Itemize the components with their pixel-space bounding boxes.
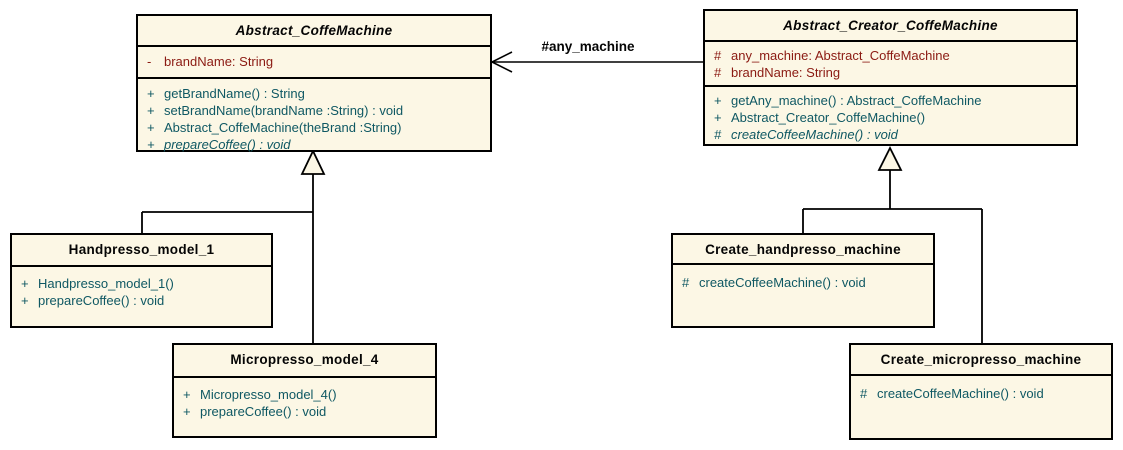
class-box-handpresso-model-1[interactable]: Handpresso_model_1 + Handpresso_model_1(… xyxy=(10,233,273,328)
attributes-compartment: # any_machine: Abstract_CoffeMachine # b… xyxy=(705,42,1076,87)
generalization-edge-left-tree xyxy=(141,174,314,343)
class-box-micropresso-model-4[interactable]: Micropresso_model_4 + Micropresso_model_… xyxy=(172,343,437,438)
visibility-marker: + xyxy=(183,387,191,402)
attributes-compartment: - brandName: String xyxy=(138,47,490,79)
methods-compartment: # createCoffeeMachine() : void xyxy=(851,376,1111,402)
method-row: + setBrandName(brandName :String) : void xyxy=(138,102,490,119)
methods-compartment: # createCoffeeMachine() : void xyxy=(673,265,933,291)
method-row: + Micropresso_model_4() xyxy=(174,386,435,403)
visibility-marker: # xyxy=(682,275,690,290)
method-row: + prepareCoffee() : void xyxy=(12,292,271,309)
method-text: createCoffeeMachine() : void xyxy=(731,127,898,142)
visibility-marker: # xyxy=(714,127,722,142)
class-title: Create_micropresso_machine xyxy=(851,345,1111,376)
methods-compartment: + getAny_machine() : Abstract_CoffeMachi… xyxy=(705,87,1076,143)
class-box-abstract-coffemachine[interactable]: Abstract_CoffeMachine - brandName: Strin… xyxy=(136,14,492,152)
visibility-marker: # xyxy=(714,48,722,63)
methods-compartment: + Handpresso_model_1() + prepareCoffee()… xyxy=(12,267,271,309)
method-row: + Abstract_CoffeMachine(theBrand :String… xyxy=(138,119,490,136)
class-title: Abstract_Creator_CoffeMachine xyxy=(705,11,1076,42)
visibility-marker: + xyxy=(21,276,29,291)
method-row: + Abstract_Creator_CoffeMachine() xyxy=(705,109,1076,126)
visibility-marker: + xyxy=(714,110,722,125)
visibility-marker: + xyxy=(147,86,155,101)
visibility-marker: # xyxy=(860,386,868,401)
visibility-marker: + xyxy=(21,293,29,308)
method-text: Abstract_CoffeMachine(theBrand :String) xyxy=(164,120,402,135)
visibility-marker: - xyxy=(147,54,152,69)
method-row-abstract: + prepareCoffee() : void xyxy=(138,136,490,153)
class-box-abstract-creator-coffemachine[interactable]: Abstract_Creator_CoffeMachine # any_mach… xyxy=(703,9,1078,146)
visibility-marker: + xyxy=(147,103,155,118)
attribute-text: brandName: String xyxy=(164,54,274,69)
attribute-text: any_machine: Abstract_CoffeMachine xyxy=(731,48,950,63)
association-label: #any_machine xyxy=(541,39,635,54)
method-row-abstract: # createCoffeeMachine() : void xyxy=(705,126,1076,143)
visibility-marker: + xyxy=(183,404,191,419)
attribute-text: brandName: String xyxy=(731,65,841,80)
method-row: + getBrandName() : String xyxy=(138,85,490,102)
methods-compartment: + Micropresso_model_4() + prepareCoffee(… xyxy=(174,378,435,420)
method-row: + prepareCoffee() : void xyxy=(174,403,435,420)
method-row: # createCoffeeMachine() : void xyxy=(851,385,1111,402)
open-arrowhead-icon xyxy=(490,51,513,73)
visibility-marker: # xyxy=(714,65,722,80)
class-title: Create_handpresso_machine xyxy=(673,235,933,265)
method-text: createCoffeeMachine() : void xyxy=(699,275,866,290)
method-text: setBrandName(brandName :String) : void xyxy=(164,103,404,118)
class-title: Handpresso_model_1 xyxy=(12,235,271,267)
method-text: getAny_machine() : Abstract_CoffeMachine xyxy=(731,93,982,108)
class-title: Micropresso_model_4 xyxy=(174,345,435,378)
method-row: + Handpresso_model_1() xyxy=(12,275,271,292)
visibility-marker: + xyxy=(147,137,155,152)
generalization-triangle-icon xyxy=(300,148,326,175)
methods-compartment: + getBrandName() : String + setBrandName… xyxy=(138,79,490,153)
attribute-row: - brandName: String xyxy=(138,53,490,70)
generalization-triangle-icon xyxy=(877,145,903,171)
method-text: prepareCoffee() : void xyxy=(164,137,291,152)
generalization-edge-right-tree xyxy=(802,169,983,343)
method-row: + getAny_machine() : Abstract_CoffeMachi… xyxy=(705,92,1076,109)
method-text: prepareCoffee() : void xyxy=(38,293,165,308)
method-text: createCoffeeMachine() : void xyxy=(877,386,1044,401)
method-row: # createCoffeeMachine() : void xyxy=(673,274,933,291)
method-text: Micropresso_model_4() xyxy=(200,387,337,402)
class-title: Abstract_CoffeMachine xyxy=(138,16,490,47)
method-text: Abstract_Creator_CoffeMachine() xyxy=(731,110,926,125)
method-text: Handpresso_model_1() xyxy=(38,276,174,291)
visibility-marker: + xyxy=(714,93,722,108)
attribute-row: # any_machine: Abstract_CoffeMachine xyxy=(705,47,1076,64)
method-text: prepareCoffee() : void xyxy=(200,404,327,419)
class-box-create-handpresso-machine[interactable]: Create_handpresso_machine # createCoffee… xyxy=(671,233,935,328)
method-text: getBrandName() : String xyxy=(164,86,305,101)
class-box-create-micropresso-machine[interactable]: Create_micropresso_machine # createCoffe… xyxy=(849,343,1113,440)
attribute-row: # brandName: String xyxy=(705,64,1076,81)
visibility-marker: + xyxy=(147,120,155,135)
